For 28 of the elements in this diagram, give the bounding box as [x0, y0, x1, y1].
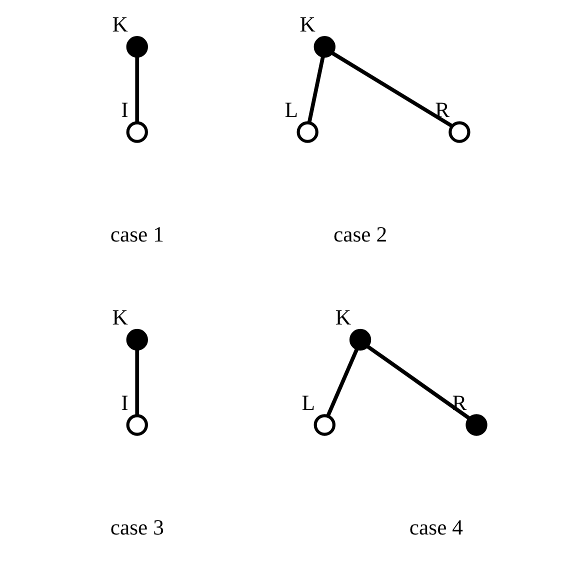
node-label: I — [120, 390, 128, 415]
node-circle — [126, 414, 148, 436]
connector — [134, 56, 139, 122]
node-label: K — [112, 12, 128, 37]
node-circle — [448, 121, 470, 143]
node-circle — [465, 414, 487, 436]
node-label: L — [301, 390, 314, 415]
connector — [330, 51, 453, 128]
node-circle — [313, 36, 335, 58]
node-circle — [126, 328, 148, 351]
label: case 1 — [110, 222, 164, 247]
connector — [306, 56, 324, 124]
connector — [326, 348, 358, 417]
node-label: L — [284, 98, 298, 122]
node-circle — [348, 328, 371, 351]
node-label: K — [112, 306, 128, 330]
node-circle — [313, 414, 335, 436]
node-label: K — [334, 306, 351, 330]
node-label: I — [120, 98, 128, 122]
label: case 4 — [408, 516, 463, 540]
node-circle — [126, 121, 148, 143]
connector — [366, 344, 470, 420]
node-circle — [296, 121, 318, 143]
label: case 2 — [332, 222, 387, 247]
node-label: K — [299, 12, 315, 37]
label: case 3 — [110, 516, 164, 540]
node-circle — [126, 36, 148, 58]
connector — [134, 349, 139, 416]
